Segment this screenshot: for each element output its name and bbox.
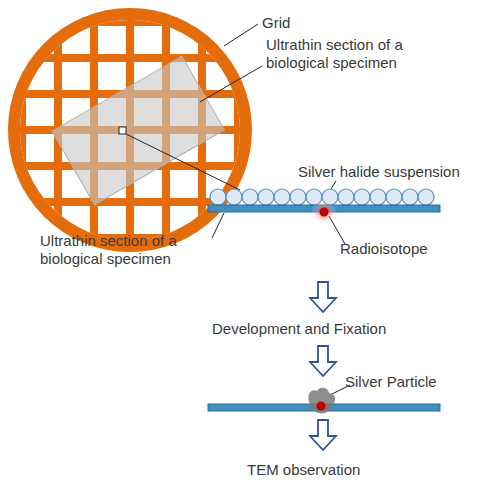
grid-bar — [0, 54, 260, 62]
leader-line — [126, 134, 240, 190]
crystal — [386, 189, 402, 205]
grid-bar — [0, 18, 260, 26]
leader-line — [224, 24, 258, 46]
part-label: Ultrathin section of a biological specim… — [40, 232, 212, 268]
tem-grid — [0, 0, 260, 260]
crystal — [258, 189, 274, 205]
step-label: Development and Fixation — [212, 320, 432, 338]
crystal — [370, 189, 386, 205]
crystal — [354, 189, 370, 205]
crystal — [242, 189, 258, 205]
leader-line — [331, 181, 336, 189]
part-label: Silver halide suspension — [298, 163, 488, 181]
leader-line — [212, 213, 224, 238]
crystal — [274, 189, 290, 205]
silver-particle — [308, 388, 335, 414]
part-label: Ultrathin section of a biological specim… — [266, 36, 434, 72]
crystal — [402, 189, 418, 205]
crystal — [210, 189, 226, 205]
part-label: Grid — [262, 14, 342, 32]
step-label: TEM observation — [247, 461, 407, 479]
radioisotope-dot — [320, 208, 329, 217]
radioisotope-dot — [317, 402, 326, 411]
part-label: Radioisotope — [340, 240, 460, 258]
crystal — [290, 189, 306, 205]
leader-line — [200, 66, 262, 102]
radiation-glow — [311, 199, 337, 225]
step-arrow — [310, 282, 336, 312]
step-arrow — [310, 346, 336, 376]
crystal — [418, 189, 434, 205]
crystal — [338, 189, 354, 205]
crystal — [226, 189, 242, 205]
section-on-grid — [52, 56, 224, 205]
grid-bars — [0, 0, 260, 260]
part-label: Silver Particle — [345, 373, 475, 391]
step-arrow — [310, 420, 336, 450]
zoom-square — [119, 127, 126, 134]
